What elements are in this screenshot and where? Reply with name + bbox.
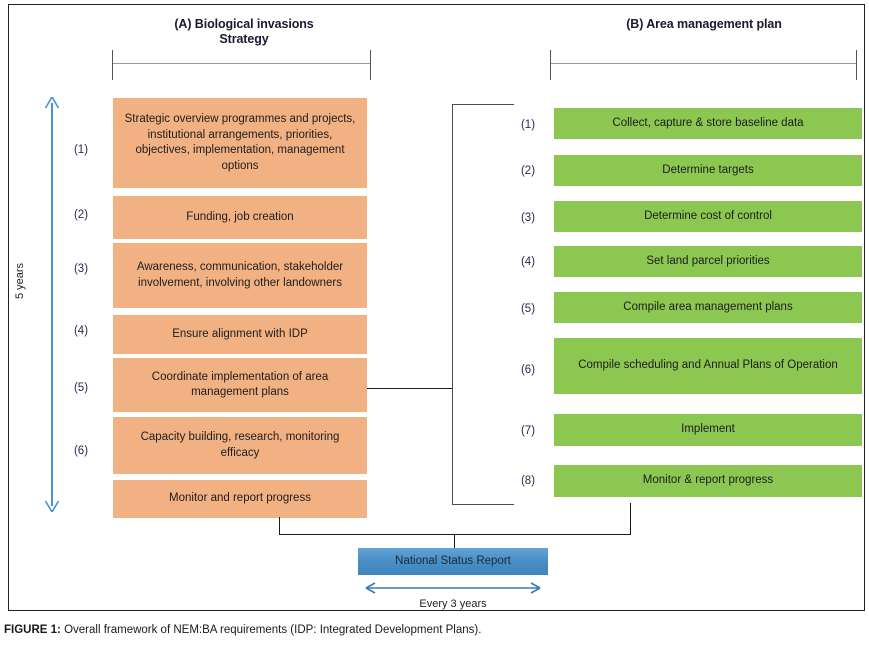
- column-b-span-bracket: [550, 50, 857, 80]
- process-box-a-5[interactable]: Coordinate implementation of area manage…: [113, 358, 367, 412]
- process-box-a-7[interactable]: Monitor and report progress: [113, 480, 367, 518]
- step-number-b-3: (3): [520, 212, 536, 224]
- process-box-b-3[interactable]: Determine cost of control: [554, 201, 862, 232]
- process-box-b-7[interactable]: Implement: [554, 414, 862, 446]
- arrow-down-icon: [44, 500, 60, 512]
- step-number-b-5: (5): [520, 303, 536, 315]
- figure-caption-text: Overall framework of NEM:BA requirements…: [60, 624, 482, 636]
- step-number-b-8: (8): [520, 475, 536, 487]
- column-a-heading-line1: (A) Biological invasions: [174, 17, 314, 31]
- column-b-heading-line1: (B) Area management plan: [626, 17, 782, 31]
- bottom-join-bracket: [279, 517, 631, 535]
- step-number-b-7: (7): [520, 425, 536, 437]
- connector-bracket: [452, 104, 514, 505]
- column-a-span-bracket: [112, 50, 371, 80]
- process-box-b-2[interactable]: Determine targets: [554, 155, 862, 186]
- every-three-years-label: Every 3 years: [419, 598, 487, 610]
- process-box-a-1[interactable]: Strategic overview programmes and projec…: [113, 98, 367, 188]
- figure-caption: FIGURE 1: Overall framework of NEM:BA re…: [4, 623, 804, 638]
- process-box-b-4[interactable]: Set land parcel priorities: [554, 246, 862, 277]
- five-years-timeline: [43, 97, 61, 512]
- step-number-b-6: (6): [520, 364, 536, 376]
- column-a-span-rule: [113, 63, 370, 64]
- process-box-a-3[interactable]: Awareness, communication, stakeholder in…: [113, 243, 367, 308]
- step-number-b-1: (1): [520, 119, 536, 131]
- national-status-report-box[interactable]: National Status Report: [358, 548, 548, 575]
- step-number-a-6: (6): [73, 445, 89, 457]
- every-three-years-arrow: [358, 581, 548, 595]
- step-number-a-1: (1): [73, 144, 89, 156]
- figure-frame: (A) Biological invasions Strategy (B) Ar…: [8, 4, 865, 611]
- process-box-b-1[interactable]: Collect, capture & store baseline data: [554, 108, 862, 139]
- step-number-a-4: (4): [73, 325, 89, 337]
- process-box-a-2[interactable]: Funding, job creation: [113, 196, 367, 239]
- step-number-a-3: (3): [73, 263, 89, 275]
- step-number-b-4: (4): [520, 256, 536, 268]
- column-a-heading-line2: Strategy: [219, 32, 269, 46]
- column-b-span-rule: [551, 63, 856, 64]
- column-a-heading: (A) Biological invasions Strategy: [129, 17, 359, 47]
- column-b-heading: (B) Area management plan: [569, 17, 839, 32]
- step-number-a-2: (2): [73, 209, 89, 221]
- step-number-a-5: (5): [73, 382, 89, 394]
- connector-stem: [367, 388, 453, 390]
- process-box-b-5[interactable]: Compile area management plans: [554, 292, 862, 323]
- figure-caption-label: FIGURE 1:: [4, 624, 61, 636]
- bottom-join-drop: [454, 534, 456, 556]
- process-box-b-6[interactable]: Compile scheduling and Annual Plans of O…: [554, 338, 862, 394]
- timeline-shaft: [51, 103, 53, 506]
- process-box-b-8[interactable]: Monitor & report progress: [554, 465, 862, 497]
- five-years-label: 5 years: [14, 262, 26, 300]
- process-box-a-4[interactable]: Ensure alignment with IDP: [113, 315, 367, 354]
- process-box-a-6[interactable]: Capacity building, research, monitoring …: [113, 417, 367, 474]
- arrow-up-icon: [44, 97, 60, 109]
- step-number-b-2: (2): [520, 165, 536, 177]
